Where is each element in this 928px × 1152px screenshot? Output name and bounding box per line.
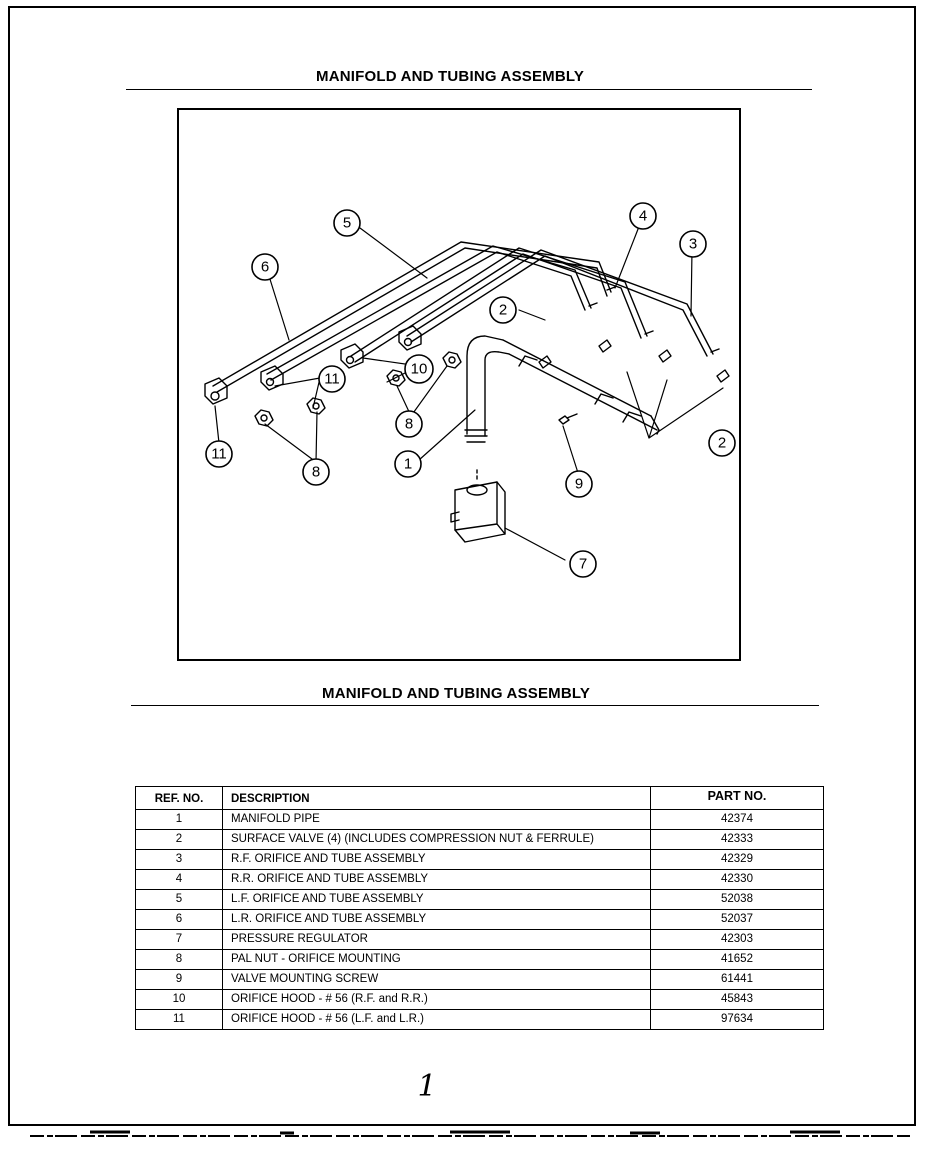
diagram-drawing: 5 6 4 3 2 2 10 11 11 8 8 1 9 7 [204, 202, 736, 578]
orifice-hoods [204, 325, 422, 405]
description-cell: ORIFICE HOOD - # 56 (L.F. and L.R.) [222, 1009, 651, 1030]
title-rule [126, 89, 812, 90]
page-number-mark: 1 [417, 1069, 436, 1104]
description-cell: L.F. ORIFICE AND TUBE ASSEMBLY [222, 889, 651, 910]
svg-text:1: 1 [417, 1069, 436, 1104]
ref-cell: 8 [135, 949, 223, 970]
description-cell: VALVE MOUNTING SCREW [222, 969, 651, 990]
part-cell: 45843 [650, 989, 824, 1010]
ref-cell: 5 [135, 889, 223, 910]
description-cell: PRESSURE REGULATOR [222, 929, 651, 950]
exploded-diagram: 5 6 4 3 2 2 10 11 11 8 8 1 9 7 [177, 108, 741, 661]
description-cell: R.F. ORIFICE AND TUBE ASSEMBLY [222, 849, 651, 870]
table-header-row: REF. NO. DESCRIPTION PART NO. [135, 786, 824, 810]
svg-text:9: 9 [575, 476, 583, 493]
pal-nuts [254, 351, 462, 427]
svg-text:4: 4 [639, 208, 647, 225]
ref-cell: 7 [135, 929, 223, 950]
ref-cell: 3 [135, 849, 223, 870]
callout-4: 4 [629, 202, 657, 230]
svg-text:8: 8 [312, 464, 320, 481]
valve-screw [558, 413, 578, 425]
svg-text:7: 7 [579, 556, 587, 573]
svg-text:8: 8 [405, 416, 413, 433]
part-cell: 42329 [650, 849, 824, 870]
part-cell: 41652 [650, 949, 824, 970]
part-cell: 42333 [650, 829, 824, 850]
ref-cell: 9 [135, 969, 223, 990]
part-cell: 61441 [650, 969, 824, 990]
leader-lines [214, 223, 724, 561]
manifold-pipe [464, 335, 660, 443]
svg-text:11: 11 [211, 446, 227, 463]
scan-artifact [30, 1130, 910, 1137]
parts-title-rule [131, 705, 819, 706]
ref-cell: 10 [135, 989, 223, 1010]
tube-rr [350, 247, 648, 363]
callout-6: 6 [251, 253, 279, 281]
description-cell: R.R. ORIFICE AND TUBE ASSEMBLY [222, 869, 651, 890]
tube-end-fittings [538, 286, 730, 383]
page-border [8, 6, 916, 1126]
svg-text:3: 3 [689, 236, 697, 253]
header-part-no: PART NO. [650, 786, 824, 810]
callout-10: 10 [404, 354, 434, 384]
svg-text:10: 10 [411, 361, 428, 378]
ref-cell: 4 [135, 869, 223, 890]
callout-9: 9 [565, 470, 593, 498]
description-cell: MANIFOLD PIPE [222, 809, 651, 830]
callout-2-top: 2 [489, 296, 517, 324]
tube-rf [406, 249, 714, 357]
page-title: MANIFOLD AND TUBING ASSEMBLY [316, 68, 585, 85]
header-ref-no: REF. NO. [135, 786, 223, 810]
description-cell: PAL NUT - ORIFICE MOUNTING [222, 949, 651, 970]
svg-text:5: 5 [343, 215, 351, 232]
callout-1: 1 [394, 450, 422, 478]
callout-2-bottom: 2 [708, 429, 736, 457]
callout-5: 5 [333, 209, 361, 237]
callout-3: 3 [679, 230, 707, 258]
pressure-regulator [450, 469, 506, 543]
callout-8-left: 8 [302, 458, 330, 486]
callout-11-middle: 11 [318, 365, 346, 393]
ref-cell: 2 [135, 829, 223, 850]
svg-text:11: 11 [324, 371, 340, 388]
svg-text:1: 1 [404, 456, 412, 473]
callout-11-left: 11 [205, 440, 233, 468]
svg-text:6: 6 [261, 259, 269, 276]
ref-cell: 6 [135, 909, 223, 930]
part-cell: 42303 [650, 929, 824, 950]
callouts: 5 6 4 3 2 2 10 11 11 8 8 1 9 7 [205, 202, 736, 578]
callout-8-middle: 8 [395, 410, 423, 438]
part-cell: 52038 [650, 889, 824, 910]
svg-text:2: 2 [499, 302, 507, 319]
parts-section-title: MANIFOLD AND TUBING ASSEMBLY [322, 685, 591, 702]
description-cell: L.R. ORIFICE AND TUBE ASSEMBLY [222, 909, 651, 930]
description-cell: ORIFICE HOOD - # 56 (R.F. and R.R.) [222, 989, 651, 1010]
part-cell: 52037 [650, 909, 824, 930]
header-description: DESCRIPTION [222, 786, 651, 810]
part-cell: 42330 [650, 869, 824, 890]
description-cell: SURFACE VALVE (4) (INCLUDES COMPRESSION … [222, 829, 651, 850]
ref-cell: 11 [135, 1009, 223, 1030]
svg-text:2: 2 [718, 435, 726, 452]
part-cell: 97634 [650, 1009, 824, 1030]
callout-7: 7 [569, 550, 597, 578]
part-cell: 42374 [650, 809, 824, 830]
ref-cell: 1 [135, 809, 223, 830]
